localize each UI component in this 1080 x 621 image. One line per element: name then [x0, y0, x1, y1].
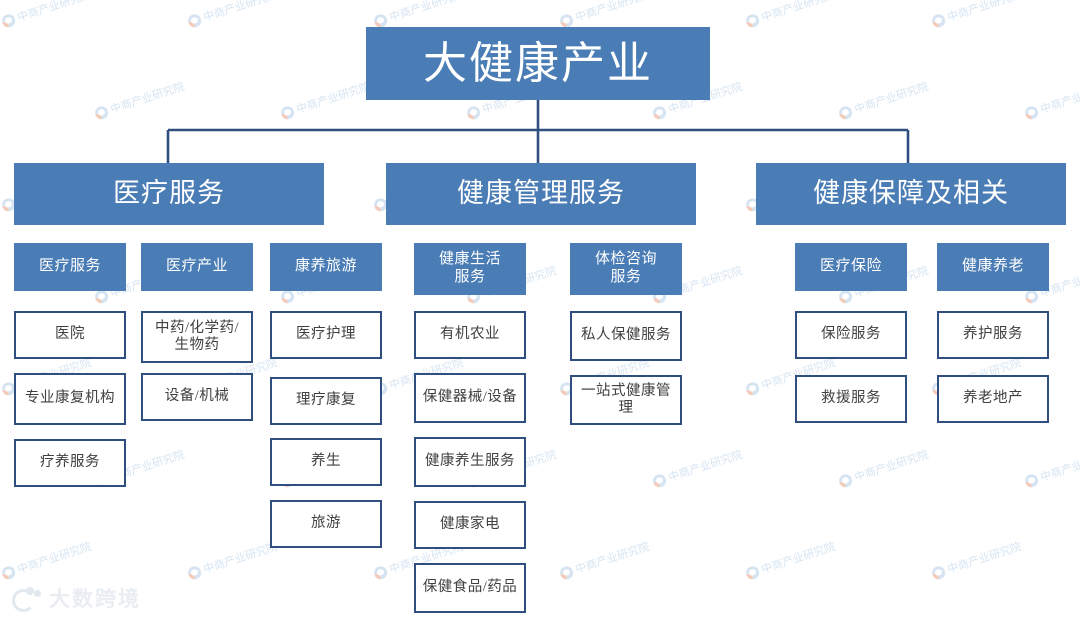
branch-node-1[interactable]: 健康管理服务 — [386, 163, 696, 225]
leaf-node[interactable]: 医院 — [14, 311, 126, 359]
leaf-node[interactable]: 健康家电 — [414, 501, 526, 549]
leaf-label: 医院 — [55, 326, 85, 343]
group-header-0-0-label: 医疗服务 — [38, 258, 101, 275]
leaf-label: 专业康复机构 — [25, 390, 115, 407]
leaf-label: 养老地产 — [963, 390, 1023, 407]
leaf-label: 中药/化学药/生物药 — [154, 319, 240, 353]
leaf-node[interactable]: 救援服务 — [795, 375, 907, 423]
leaf-label: 私人保健服务 — [581, 327, 671, 344]
group-header-0-1-label: 医疗产业 — [165, 258, 228, 275]
leaf-node[interactable]: 养老地产 — [937, 375, 1049, 423]
leaf-node[interactable]: 疗养服务 — [14, 439, 126, 487]
brand-logo-label: 大数跨境 — [49, 588, 141, 611]
leaf-node[interactable]: 养护服务 — [937, 311, 1049, 359]
branch-node-0-label: 医疗服务 — [113, 178, 225, 209]
leaf-node[interactable]: 私人保健服务 — [570, 311, 682, 361]
root-node[interactable]: 大健康产业 — [366, 27, 710, 100]
group-header-1-0[interactable]: 健康生活服务 — [414, 243, 526, 295]
leaf-node[interactable]: 设备/机械 — [141, 373, 253, 421]
leaf-node[interactable]: 保险服务 — [795, 311, 907, 359]
branch-node-2[interactable]: 健康保障及相关 — [756, 163, 1066, 225]
leaf-label: 理疗康复 — [296, 392, 356, 409]
leaf-node[interactable]: 有机农业 — [414, 311, 526, 359]
group-header-0-2-label: 康养旅游 — [294, 258, 357, 275]
leaf-node[interactable]: 养生 — [270, 438, 382, 486]
leaf-label: 有机农业 — [440, 326, 500, 343]
root-node-label: 大健康产业 — [423, 38, 653, 88]
dashujingjing-logo-icon — [12, 587, 42, 612]
group-header-1-1-label: 体检咨询服务 — [594, 251, 657, 285]
leaf-node[interactable]: 健康养生服务 — [414, 437, 526, 487]
group-header-2-1[interactable]: 健康养老 — [937, 243, 1049, 291]
leaf-label: 健康养生服务 — [425, 453, 515, 470]
group-header-2-1-label: 健康养老 — [961, 258, 1024, 275]
leaf-label: 救援服务 — [821, 390, 881, 407]
group-header-2-0[interactable]: 医疗保险 — [795, 243, 907, 291]
leaf-label: 养护服务 — [963, 326, 1023, 343]
leaf-node[interactable]: 保健食品/药品 — [414, 563, 526, 613]
group-header-0-1[interactable]: 医疗产业 — [141, 243, 253, 291]
leaf-label: 设备/机械 — [164, 388, 230, 405]
leaf-node[interactable]: 保健器械/设备 — [414, 373, 526, 423]
leaf-node[interactable]: 旅游 — [270, 500, 382, 548]
leaf-node[interactable]: 专业康复机构 — [14, 373, 126, 425]
leaf-node[interactable]: 中药/化学药/生物药 — [141, 311, 253, 363]
leaf-label: 健康家电 — [440, 516, 500, 533]
leaf-label: 医疗护理 — [296, 326, 356, 343]
leaf-node[interactable]: 一站式健康管理 — [570, 375, 682, 425]
leaf-node[interactable]: 理疗康复 — [270, 377, 382, 425]
brand-logo: 大数跨境 — [12, 583, 141, 613]
leaf-label: 保健食品/药品 — [422, 579, 518, 596]
group-header-0-0[interactable]: 医疗服务 — [14, 243, 126, 291]
leaf-label: 一站式健康管理 — [581, 382, 671, 416]
branch-node-0[interactable]: 医疗服务 — [14, 163, 324, 225]
leaf-label: 保险服务 — [821, 326, 881, 343]
branch-node-2-label: 健康保障及相关 — [813, 178, 1009, 209]
leaf-label: 保健器械/设备 — [422, 389, 518, 406]
group-header-0-2[interactable]: 康养旅游 — [270, 243, 382, 291]
branch-node-1-label: 健康管理服务 — [457, 178, 625, 209]
leaf-node[interactable]: 医疗护理 — [270, 311, 382, 359]
leaf-label: 旅游 — [311, 515, 341, 532]
group-header-1-1[interactable]: 体检咨询服务 — [570, 243, 682, 295]
leaf-label: 疗养服务 — [40, 454, 100, 471]
group-header-1-0-label: 健康生活服务 — [438, 251, 501, 285]
group-header-2-0-label: 医疗保险 — [819, 258, 882, 275]
leaf-label: 养生 — [311, 453, 341, 470]
